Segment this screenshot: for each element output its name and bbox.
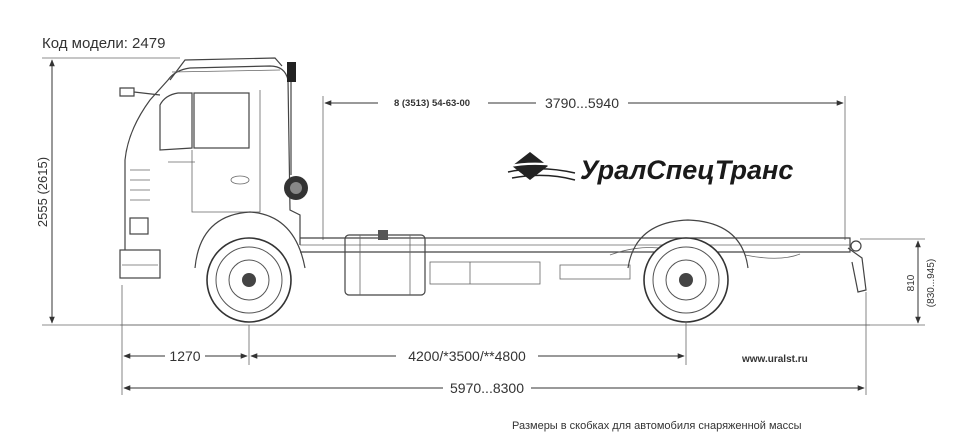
frame-height-alt-label: (830...945): [926, 259, 937, 307]
front-overhang-label: 1270: [169, 348, 200, 364]
front-wheel: [206, 237, 292, 323]
footnote: Размеры в скобках для автомобиля снаряже…: [512, 420, 802, 432]
model-label: Код модели: 2479: [42, 35, 165, 52]
brand-logo: УралСпецТранс: [504, 152, 793, 185]
wheelbase-label: 4200/*3500/**4800: [408, 348, 526, 364]
website-url: www.uralst.ru: [741, 354, 808, 365]
wheelbase-dimension: 4200/*3500/**4800: [250, 322, 687, 365]
height-dimension: 2555 (2615): [35, 57, 200, 326]
phone-label: 8 (3513) 54-63-00: [394, 98, 470, 109]
total-length-label: 5970...8300: [450, 380, 524, 396]
brand-emblem-icon: [504, 152, 576, 181]
height-label: 2555 (2615): [35, 157, 50, 227]
platform-length-dimension: 8 (3513) 54-63-00 3790...5940: [322, 94, 846, 240]
truck-illustration: [119, 57, 870, 326]
platform-length-label: 3790...5940: [545, 95, 619, 111]
front-overhang-dimension: 1270: [121, 285, 250, 395]
frame-height-label: 810: [906, 274, 917, 291]
brand-name: УралСпецТранс: [580, 155, 793, 185]
rear-wheel: [643, 237, 729, 323]
total-length-dimension: 5970...8300: [123, 292, 867, 396]
